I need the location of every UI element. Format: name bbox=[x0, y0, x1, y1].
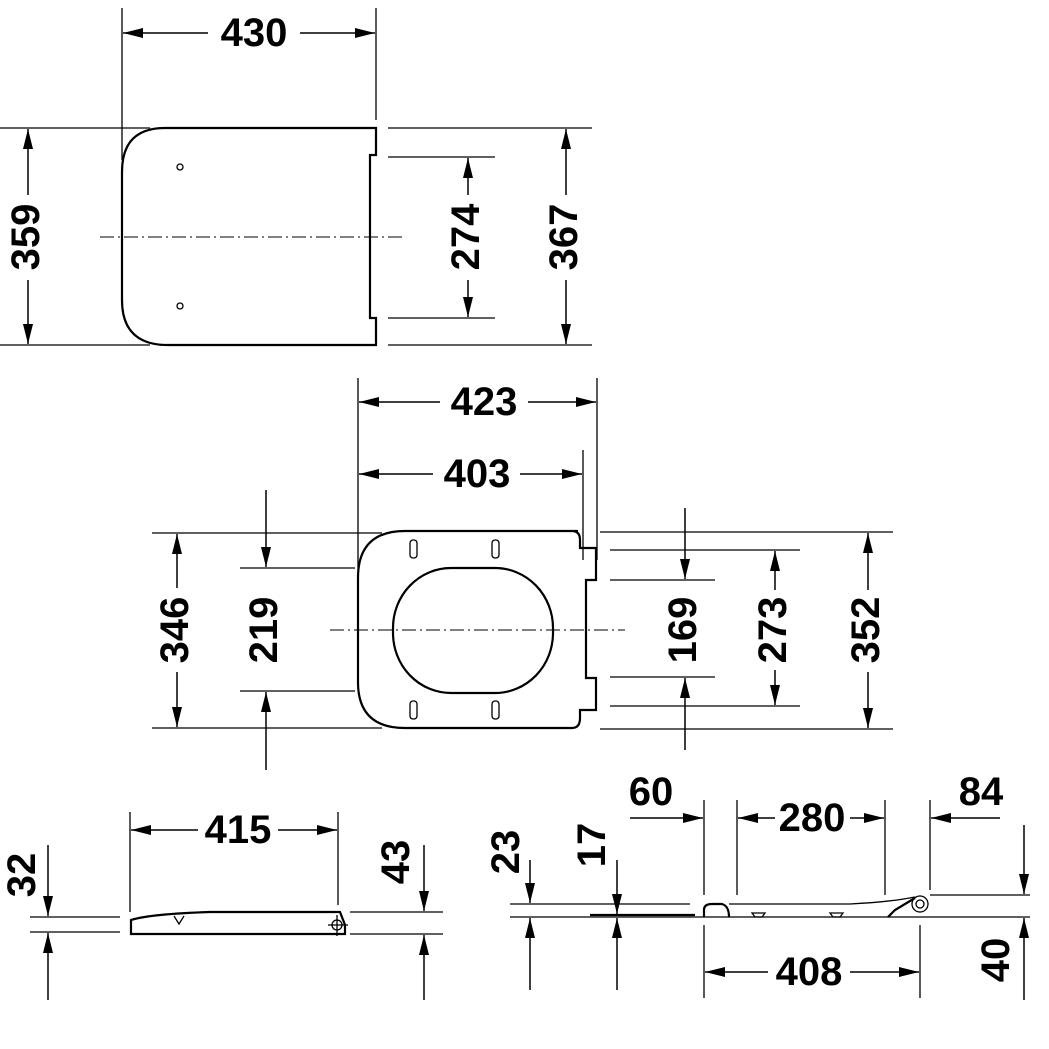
svg-text:219: 219 bbox=[242, 597, 286, 664]
dimension-60: 60 bbox=[629, 770, 705, 895]
dimension-359: 359 bbox=[0, 127, 150, 346]
svg-text:423: 423 bbox=[451, 380, 518, 424]
dimension-367: 367 bbox=[388, 127, 592, 346]
svg-text:415: 415 bbox=[205, 808, 272, 852]
side-profile bbox=[510, 894, 1030, 918]
dimension-219: 219 bbox=[240, 490, 355, 770]
dimension-280: 280 bbox=[736, 796, 886, 895]
svg-text:32: 32 bbox=[0, 853, 44, 898]
svg-text:60: 60 bbox=[629, 770, 674, 814]
dimension-43: 43 bbox=[350, 840, 443, 1000]
dimension-84: 84 bbox=[929, 770, 1004, 890]
mounting-hole bbox=[176, 302, 184, 310]
dimension-423: 423 bbox=[357, 378, 598, 570]
svg-text:408: 408 bbox=[776, 950, 843, 994]
svg-text:84: 84 bbox=[959, 770, 1004, 814]
svg-text:430: 430 bbox=[221, 11, 288, 55]
dimension-430: 430 bbox=[121, 8, 377, 160]
svg-text:280: 280 bbox=[779, 796, 846, 840]
svg-text:273: 273 bbox=[751, 597, 795, 664]
svg-text:23: 23 bbox=[484, 830, 528, 875]
svg-text:346: 346 bbox=[153, 597, 197, 664]
svg-text:17: 17 bbox=[570, 823, 614, 868]
svg-text:403: 403 bbox=[444, 452, 511, 496]
dimension-403: 403 bbox=[359, 450, 584, 560]
dimension-408: 408 bbox=[703, 925, 921, 998]
dimension-169: 169 bbox=[610, 508, 715, 750]
svg-text:352: 352 bbox=[844, 597, 888, 664]
svg-text:359: 359 bbox=[4, 204, 48, 271]
side-view-closed bbox=[129, 910, 348, 936]
lid-top-view bbox=[100, 126, 405, 347]
svg-text:43: 43 bbox=[374, 840, 418, 885]
dimension-32: 32 bbox=[0, 845, 120, 1000]
dimension-273: 273 bbox=[610, 549, 800, 707]
dimension-23: 23 bbox=[484, 830, 535, 990]
dimension-274: 274 bbox=[388, 156, 495, 319]
buffer bbox=[491, 539, 500, 559]
buffer bbox=[409, 700, 418, 720]
mounting-hole bbox=[176, 163, 184, 171]
dimension-352: 352 bbox=[600, 531, 893, 730]
svg-text:40: 40 bbox=[974, 938, 1018, 983]
buffer bbox=[491, 700, 500, 720]
dimension-40: 40 bbox=[974, 825, 1029, 1000]
dimension-415: 415 bbox=[129, 808, 339, 912]
dimension-17: 17 bbox=[570, 823, 622, 990]
svg-text:169: 169 bbox=[661, 597, 705, 664]
dimension-346: 346 bbox=[152, 532, 382, 729]
buffer bbox=[409, 539, 418, 559]
seat-top-view bbox=[330, 529, 625, 730]
svg-text:367: 367 bbox=[542, 204, 586, 271]
svg-text:274: 274 bbox=[444, 203, 488, 270]
